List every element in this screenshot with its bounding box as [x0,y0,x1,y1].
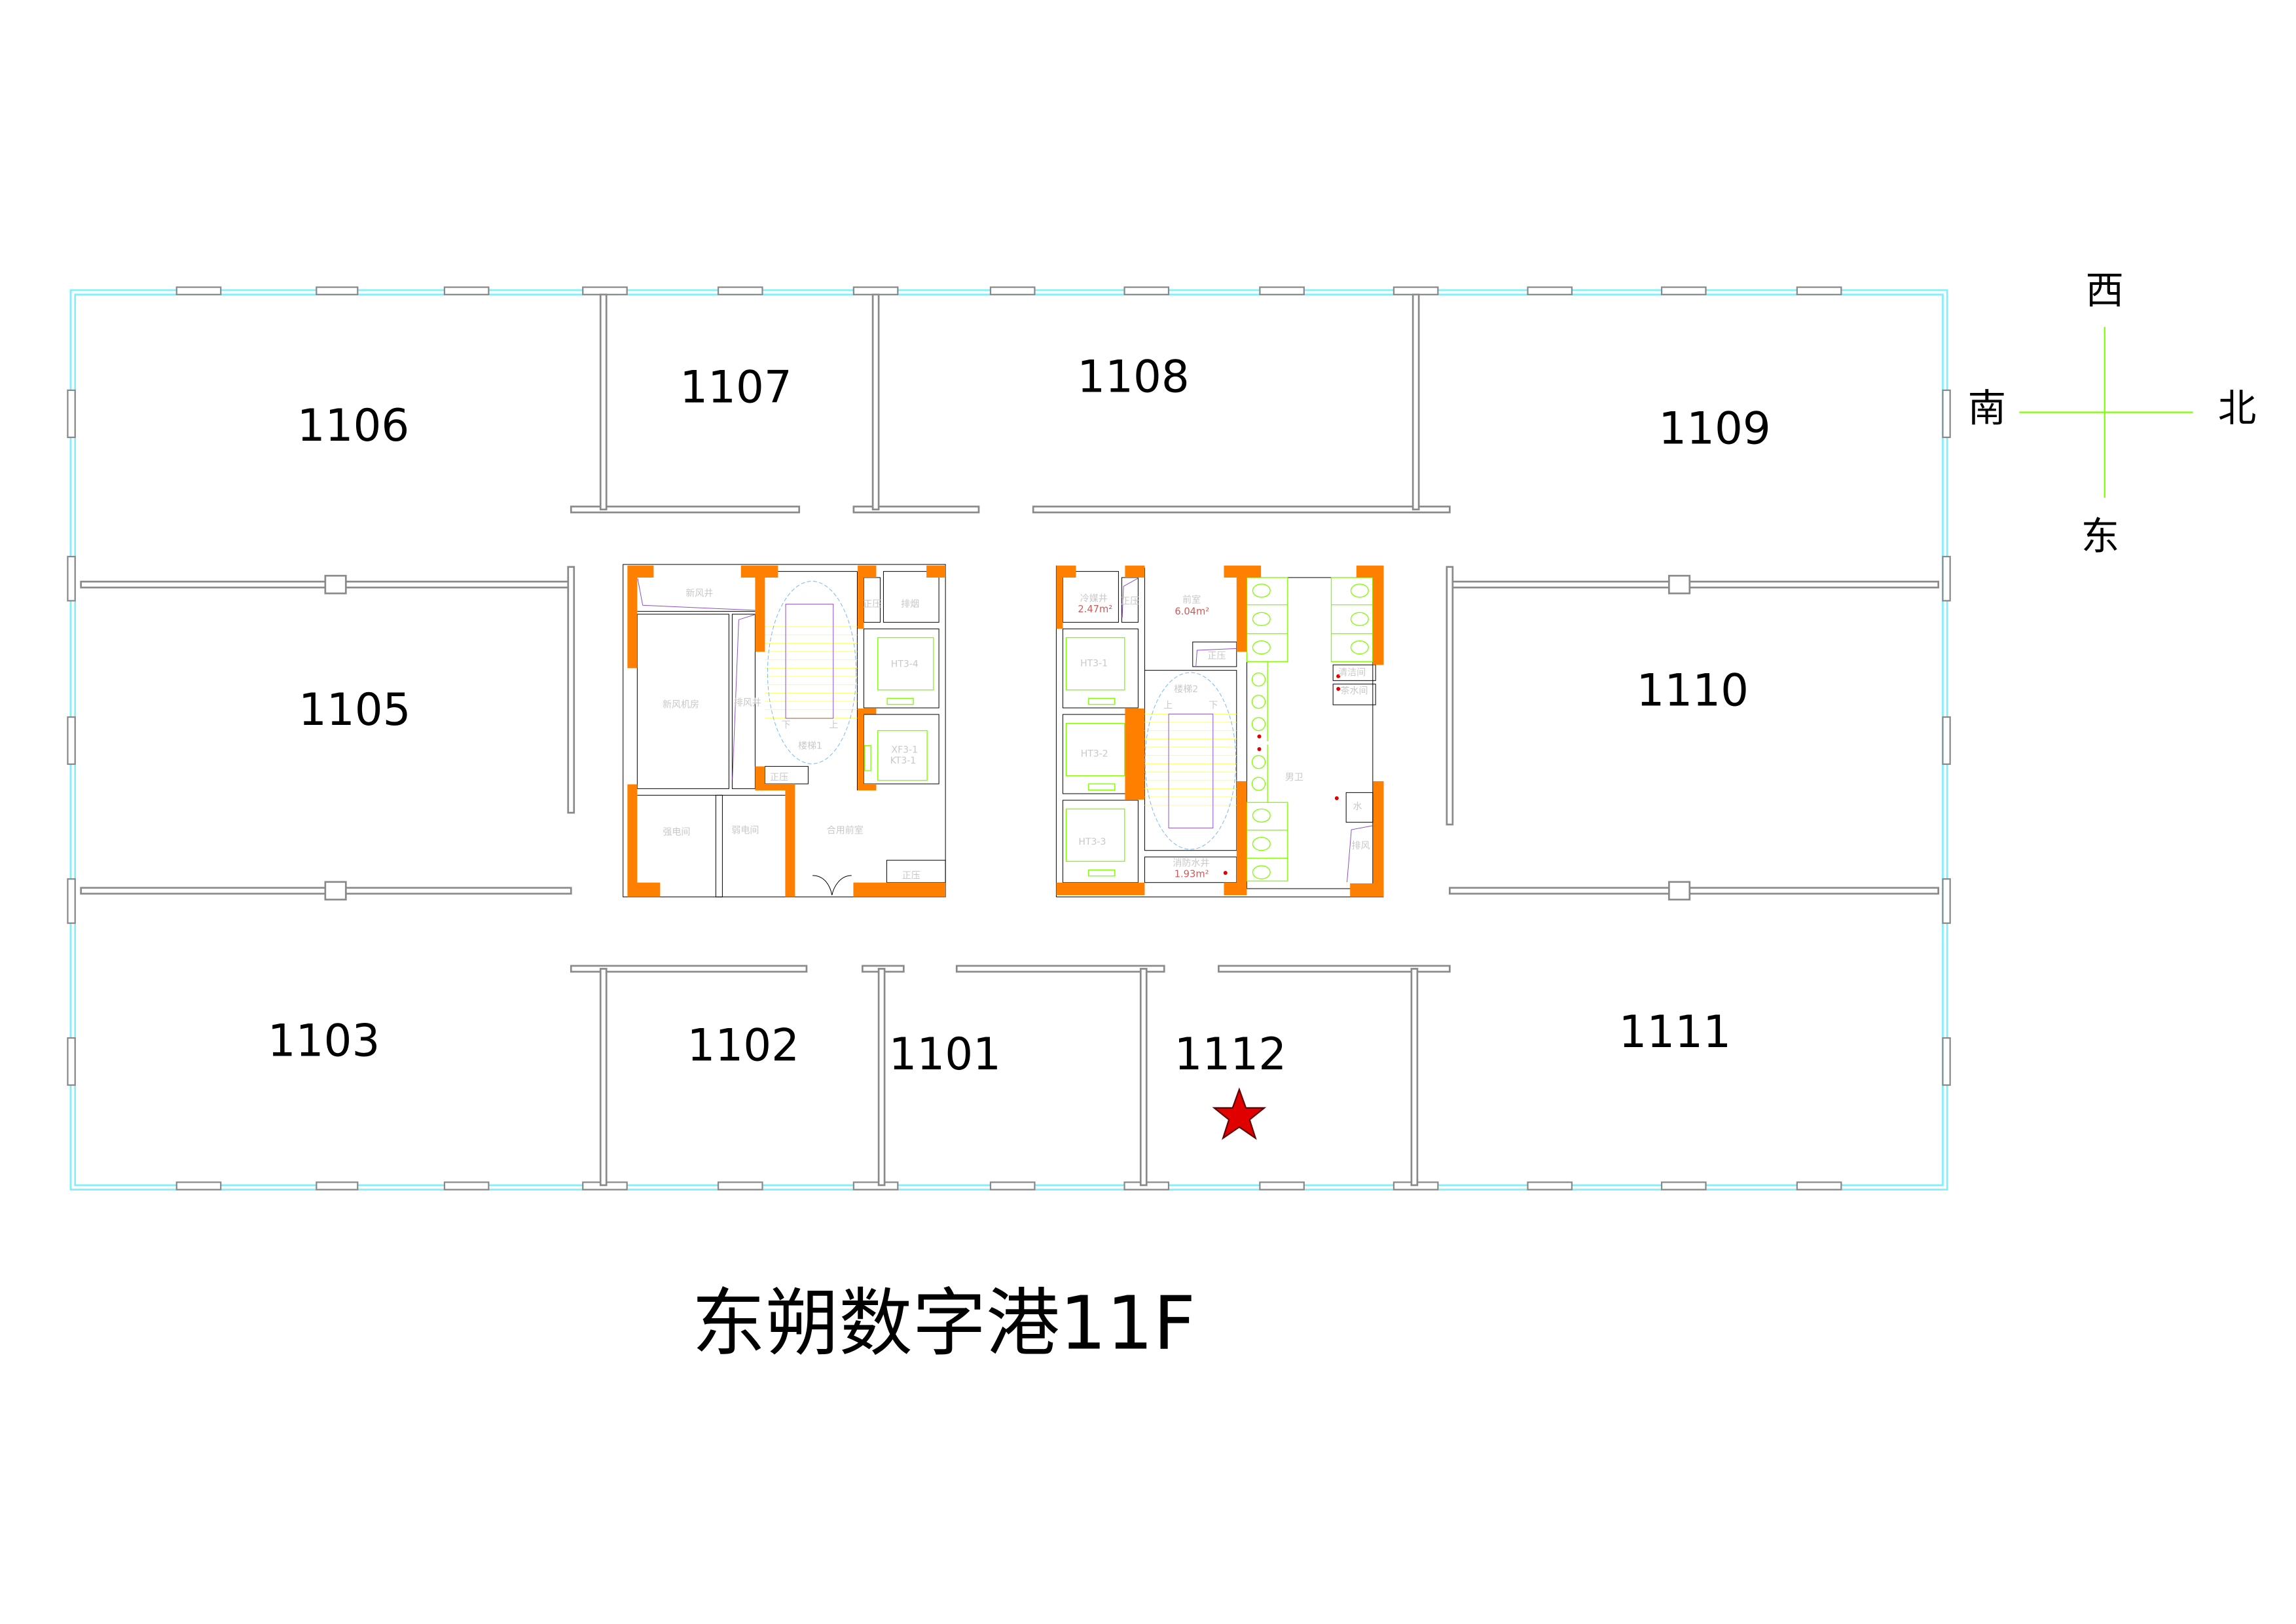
room-1102[interactable]: 1102 [687,1019,799,1071]
label-elevator-xf3-1: XF3-1 [892,745,919,755]
compass-south: 南 [1968,386,2006,431]
room-1108[interactable]: 1108 [1077,351,1190,403]
core-right: 冷媒井 2.47m² 正压 前室 6.04m² 正压 HT3-1 HT3-2 H… [1055,565,1384,898]
label-elevator-ht3-3: HT3-3 [1078,837,1106,847]
core-walls-orange [627,565,946,897]
label-fresh-air-room: 新风机房 [663,699,699,710]
compass: 西 南 北 东 [1968,268,2257,559]
core-left: 新风井 新风机房 排风井 正压 排烟 HT3-4 XF3-1 KT3-1 楼梯1… [623,564,946,898]
label-anteroom-area: 6.04m² [1175,606,1209,617]
label-smoke-exhaust: 排烟 [901,599,919,610]
room-1105[interactable]: 1105 [299,684,411,735]
label-elevator-ht3-4: HT3-4 [891,659,919,669]
label-elevator-ht3-2: HT3-2 [1081,748,1108,759]
compass-north: 北 [2218,386,2256,431]
label-down: 下 [782,720,791,731]
room-1103[interactable]: 1103 [268,1015,380,1067]
label-exhaust-shaft: 排风井 [734,698,761,709]
label-pressurize: 正压 [1207,651,1226,661]
compass-west: 西 [2086,268,2124,313]
label-fire-water-shaft: 消防水井 [1173,858,1209,869]
label-pressurize: 正压 [770,773,788,783]
label-mens-toilet: 男卫 [1285,773,1303,783]
label-elevator-ht3-1: HT3-1 [1080,659,1108,669]
label-exhaust: 排风 [1351,841,1370,851]
label-up: 上 [1163,701,1173,711]
partition-walls [80,293,1940,1187]
label-tea-room: 茶水间 [1340,686,1368,696]
room-1109[interactable]: 1109 [1658,402,1771,454]
label-stair-2: 楼梯2 [1174,684,1198,695]
label-fire-water-area: 1.93m² [1175,868,1209,879]
label-elevator-kt3-1: KT3-1 [890,756,917,766]
label-up: 上 [829,720,838,731]
room-1110[interactable]: 1110 [1636,665,1749,716]
label-shared-lobby: 合用前室 [827,825,864,836]
label-weak-electric-room: 弱电间 [731,826,759,836]
core-walls-orange [1056,565,1384,897]
label-pressurize: 正压 [1121,597,1139,607]
room-1106[interactable]: 1106 [297,399,410,451]
label-water: 水 [1353,802,1362,812]
room-1111[interactable]: 1111 [1618,1006,1731,1058]
label-down: 下 [1209,701,1218,711]
label-fresh-air-shaft: 新风井 [685,588,713,599]
label-pressurize: 正压 [902,871,920,881]
label-pressurize: 正压 [863,599,881,610]
compass-east: 东 [2081,514,2119,559]
label-refrigerant-shaft: 冷媒井 [1080,593,1108,604]
label-anteroom: 前室 [1182,594,1201,605]
label-refrigerant-area: 2.47m² [1078,604,1112,615]
room-1112[interactable]: 1112 [1175,1028,1287,1080]
room-1107[interactable]: 1107 [680,361,792,413]
label-strong-electric-room: 强电间 [663,827,690,838]
floor-title: 东朔数字港11F [692,1280,1196,1366]
label-cleaning-room: 清洁间 [1338,668,1366,678]
label-stair-1: 楼梯1 [798,741,822,752]
star-icon [1212,1087,1267,1140]
room-1101[interactable]: 1101 [888,1028,1001,1080]
